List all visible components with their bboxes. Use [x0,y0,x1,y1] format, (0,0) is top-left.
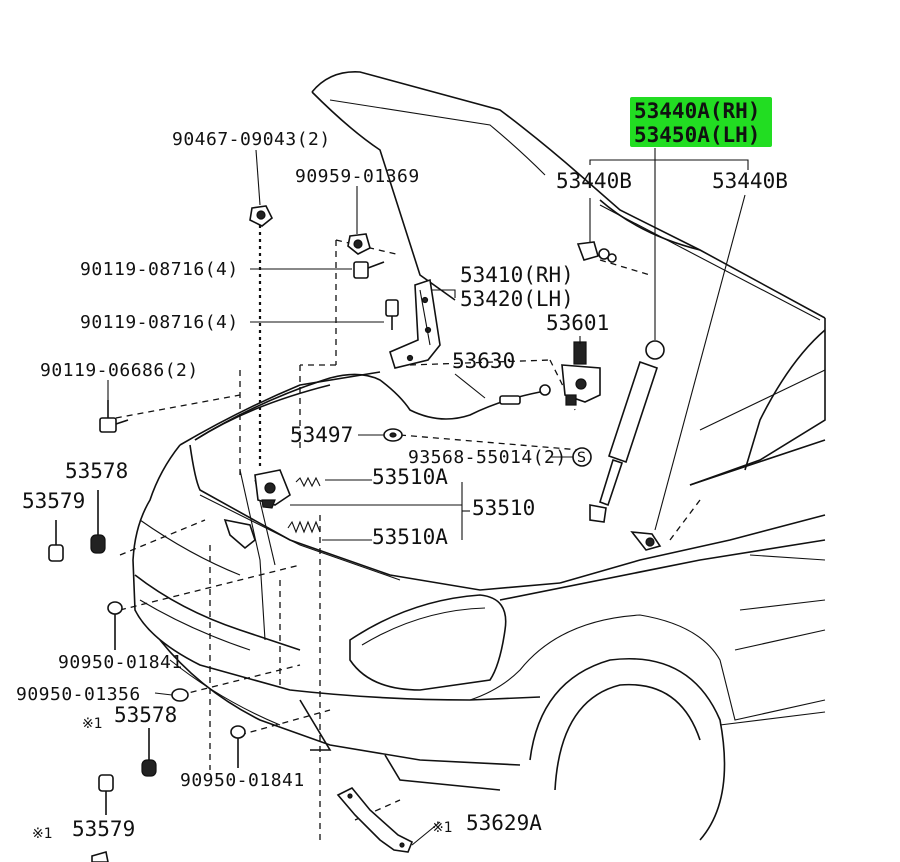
cushion-icon [48,520,64,562]
clip-icon [107,601,123,650]
label-cable[interactable]: 53630 [452,349,515,373]
label-bolt-08716-b[interactable]: 90119-08716(4) [80,312,239,333]
label-lock-spring-b[interactable]: 53510A [372,525,448,549]
label-cushion-a[interactable]: 53578 [65,459,128,483]
label-lock-spring-a[interactable]: 53510A [372,465,448,489]
hood-hinge-icon [389,278,441,369]
label-clamp-mark: S [577,450,586,466]
bolt-icon [385,299,399,330]
nut-icon [249,205,274,227]
stud-bolt-icon [576,241,617,263]
label-lock-assy[interactable]: 53510 [472,496,535,520]
hood-lock-icon [254,469,291,509]
cushion-icon [90,490,106,554]
label-bracket[interactable]: 53601 [546,311,609,335]
release-lever-icon [223,518,256,550]
label-bolt-08716-a[interactable]: 90119-08716(4) [80,259,239,280]
label-clip-b[interactable]: 90950-01356 [16,684,141,705]
spring-icon [295,476,321,488]
grommet-icon [383,428,403,442]
bracket-icon [561,341,601,406]
parts [48,205,665,862]
clip-icon [230,725,246,768]
label-bolt-06686[interactable]: 90119-06686(2) [40,360,199,381]
label-clamp[interactable]: 93568-55014(2) [408,447,567,468]
hood-strut-icon [589,340,665,523]
label-mark-e: ※1 [432,820,453,836]
label-stud-right[interactable]: 53440B [712,169,788,193]
stud-bolt-icon [630,531,662,551]
label-strut-rh[interactable]: 53440A(RH) [634,99,760,123]
callout-labels: 53440A(RH) 53450A(LH) 53440B 53440B 9046… [16,99,788,842]
label-mark-c: ※1 [82,716,103,732]
label-support[interactable]: 53629A [466,811,542,835]
label-clip-a[interactable]: 90950-01841 [58,652,183,673]
clip-icon [171,688,189,702]
clip-icon [91,850,109,862]
highlight-box [630,97,772,147]
leader-dashes [104,239,701,845]
label-strut-lh[interactable]: 53450A(LH) [634,123,760,147]
label-hinge-rh[interactable]: 53410(RH) [460,263,574,287]
label-cushion-b[interactable]: 53579 [22,489,85,513]
label-clip-c[interactable]: 90950-01841 [180,770,305,791]
bolt-icon [99,400,129,433]
release-cable-icon [194,373,551,441]
label-nut-2[interactable]: 90467-09043(2) [172,129,331,150]
label-stud-left[interactable]: 53440B [556,169,632,193]
label-hinge-lh[interactable]: 53420(LH) [460,287,574,311]
leader-lines [107,148,749,846]
label-nut-01369[interactable]: 90959-01369 [295,166,420,187]
cushion-icon [98,774,114,815]
label-mark-d: ※1 [32,826,53,842]
nut-icon [347,233,371,255]
label-grommet[interactable]: 53497 [290,423,353,447]
label-cushion-d[interactable]: 53579 [72,817,135,841]
bolt-icon [353,261,385,279]
spring-icon [287,520,321,534]
label-cushion-c[interactable]: 53578 [114,703,177,727]
cushion-icon [141,728,157,777]
support-rod-icon [336,786,414,853]
